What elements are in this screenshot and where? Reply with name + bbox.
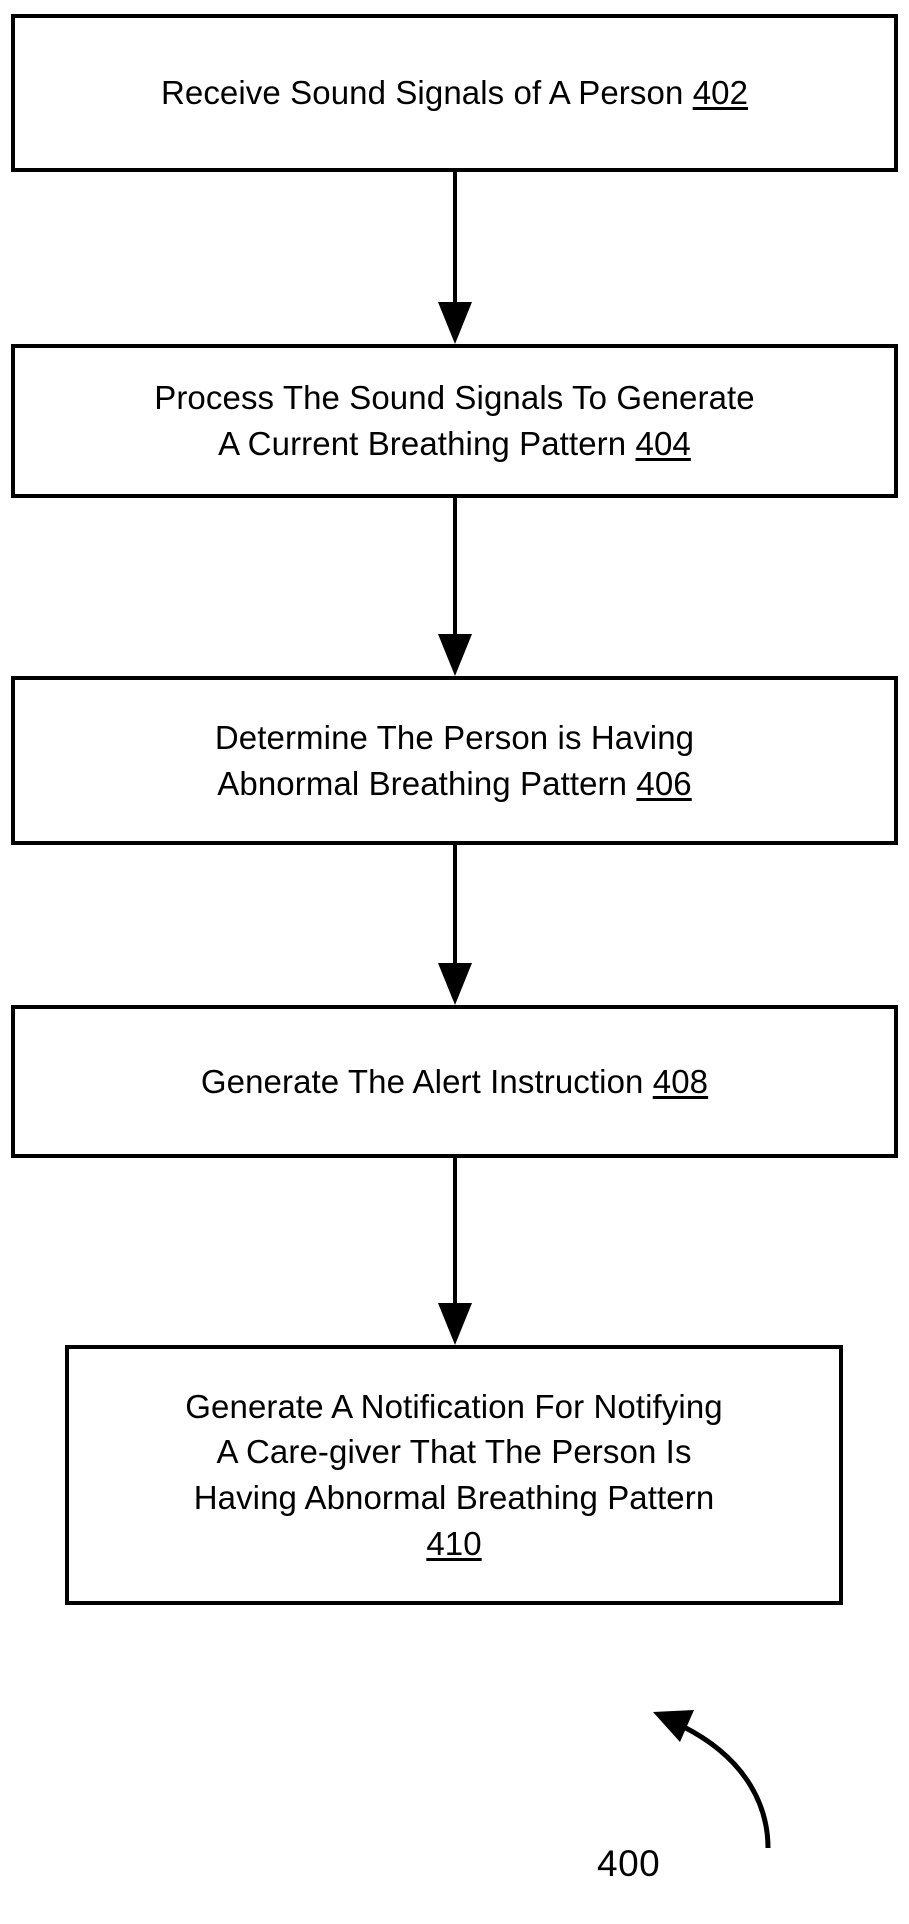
reference-numeral-402: 402: [692, 74, 749, 112]
process-box-410: Generate A Notification For Notifying A …: [65, 1345, 843, 1605]
process-box-408: Generate The Alert Instruction 408: [11, 1005, 898, 1158]
reference-numeral-410: 410: [426, 1524, 482, 1562]
reference-numeral-406: 406: [636, 764, 692, 802]
arrowhead-down-icon: [438, 963, 472, 1005]
reference-numeral-408: 408: [652, 1062, 709, 1100]
connector-stem: [453, 498, 457, 636]
process-box-402-text: Receive Sound Signals of A Person 402: [160, 74, 749, 112]
process-box-410-text: Generate A Notification For Notifying A …: [185, 1387, 723, 1562]
connector-stem: [453, 1158, 457, 1305]
process-box-402: Receive Sound Signals of A Person 402: [11, 14, 898, 172]
reference-numeral-404: 404: [635, 425, 691, 462]
arrowhead-down-icon: [438, 634, 472, 676]
process-box-406-text: Determine The Person is Having Abnormal …: [214, 718, 695, 802]
connector-stem: [453, 845, 457, 965]
process-box-406: Determine The Person is Having Abnormal …: [11, 676, 898, 845]
process-box-404: Process The Sound Signals To Generate A …: [11, 344, 898, 498]
arrowhead-down-icon: [438, 1303, 472, 1345]
arrowhead-down-icon: [438, 302, 472, 344]
process-box-408-text: Generate The Alert Instruction 408: [200, 1062, 709, 1100]
figure-lead-line-arrow-icon: [653, 1710, 771, 1849]
connector-stem: [453, 172, 457, 304]
figure-number-label: 400: [597, 1843, 661, 1884]
process-box-404-text: Process The Sound Signals To Generate A …: [154, 379, 755, 462]
